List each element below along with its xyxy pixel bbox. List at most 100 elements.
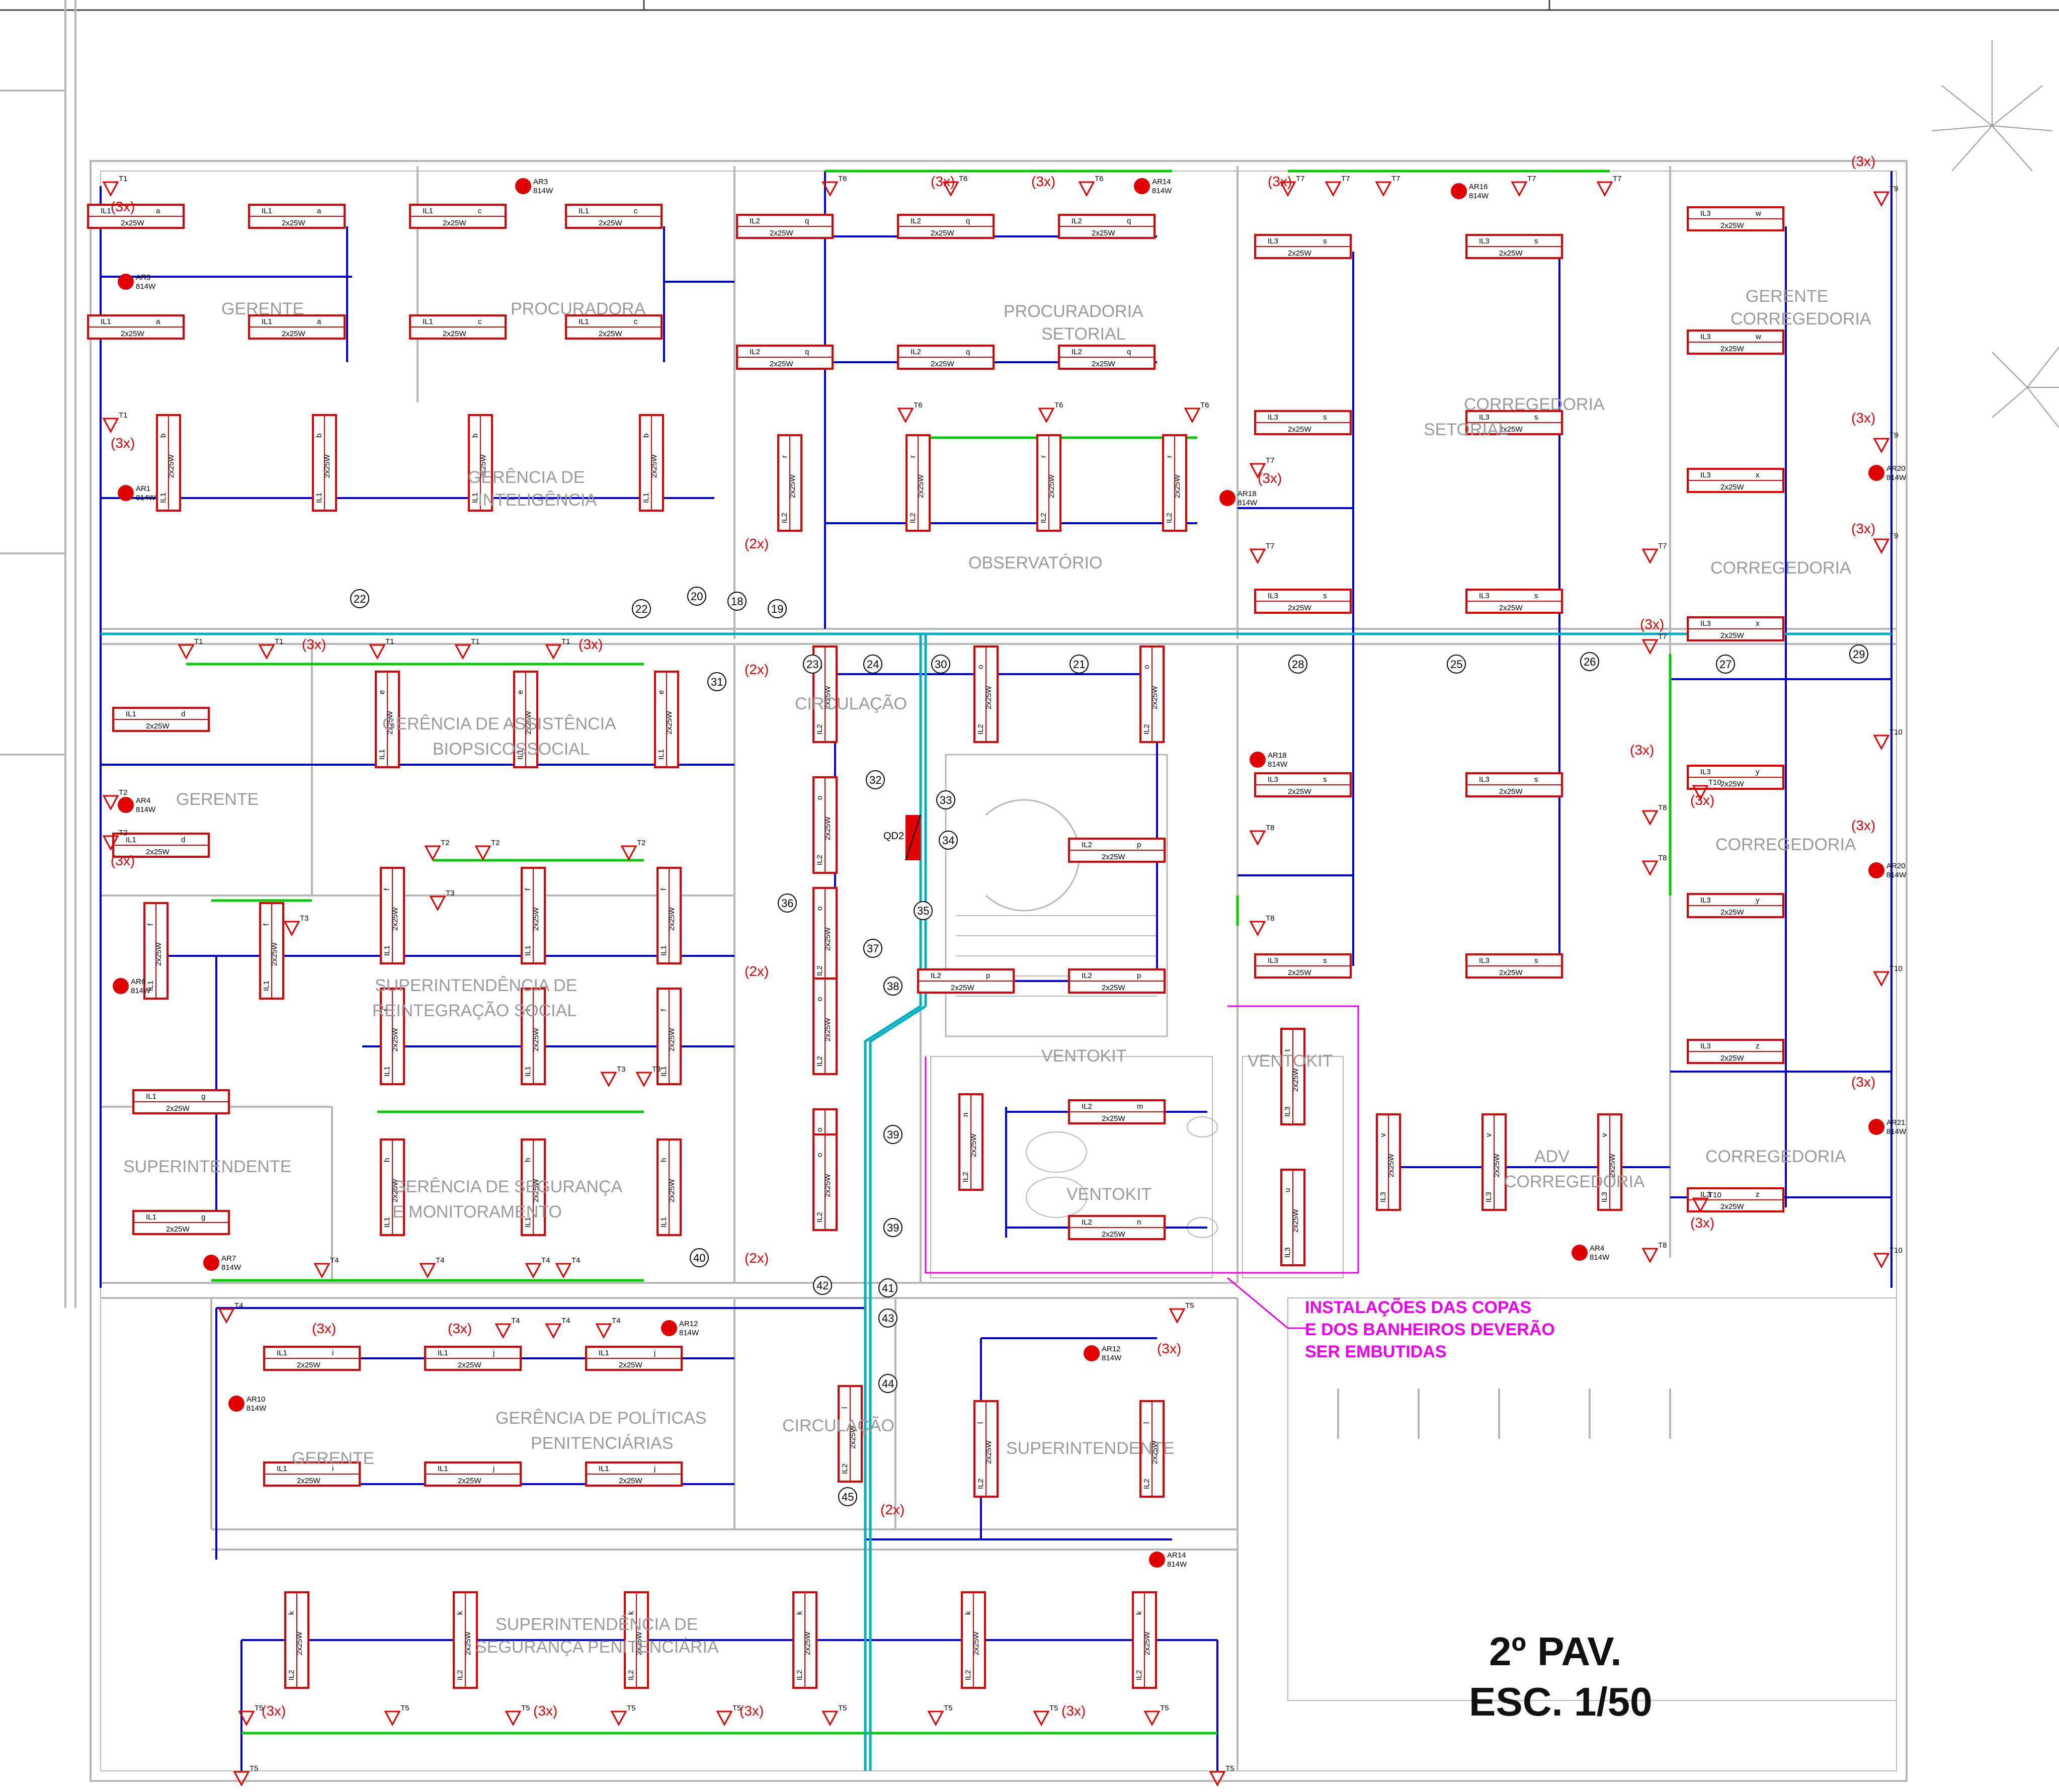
fixture-switch: g <box>201 1213 205 1221</box>
circuit-marker: 34 <box>939 831 958 850</box>
room-name: SUPERINTENDÊNCIA DE <box>375 976 577 995</box>
fixture-power: 2x25W <box>1288 425 1312 434</box>
room-name: CORREGEDORIA <box>1731 309 1871 329</box>
fixture-power: 2x25W <box>1291 1208 1300 1233</box>
fixture-switch: b <box>159 434 168 438</box>
fixture-circuit: IL1 <box>277 1349 287 1357</box>
fixture-switch: f <box>660 1009 668 1011</box>
ac-tag: AR3 <box>533 178 548 186</box>
fixture-power: 2x25W <box>270 942 279 966</box>
outlet-tag: T6 <box>959 175 968 183</box>
circuit-number: 22 <box>635 603 647 615</box>
fixture-switch: o <box>815 1153 824 1157</box>
fixture-power: 2x25W <box>668 907 676 931</box>
outlet-multiplier: (3x) <box>1851 818 1875 833</box>
room-name: GERÊNCIA DE <box>468 468 585 487</box>
fixture-power: 2x25W <box>984 685 993 709</box>
circuit-marker: 18 <box>727 592 747 611</box>
outlet-tomada: T5 <box>1143 1704 1169 1727</box>
fixture-switch: p <box>1137 841 1141 849</box>
outlet-tomada: T5 <box>716 1704 742 1727</box>
outlet-tag: T2 <box>637 839 646 847</box>
circuit-marker: 41 <box>878 1278 897 1297</box>
outlet-tomada: T10 <box>1873 1246 1903 1269</box>
fixture-switch: s <box>1323 592 1327 600</box>
room-name: VENTOKIT <box>1041 1046 1126 1066</box>
room-name: ADV <box>1534 1147 1570 1166</box>
outlet-multiplier: (3x) <box>1031 174 1055 189</box>
fixture-power: 2x25W <box>1102 1114 1126 1123</box>
room-name: CORREGEDORIA <box>1504 1172 1645 1191</box>
fixture-circuit: IL1 <box>438 1349 448 1357</box>
fixture-power: 2x25W <box>1288 787 1312 796</box>
fixture-switch: f <box>524 888 532 890</box>
circuit-number: 19 <box>771 603 783 615</box>
circuit-marker: 25 <box>1447 655 1466 674</box>
room-name: SUPERINTENDÊNCIA DE <box>496 1615 698 1634</box>
fixture-power: 2x25W <box>386 710 394 735</box>
fixture-circuit: IL1 <box>146 981 155 991</box>
fixture-switch: k <box>456 1611 464 1615</box>
fixture-circuit: IL1 <box>383 1217 391 1228</box>
outlet-tag: T6 <box>1200 401 1209 410</box>
fixture-power: 2x25W <box>1499 968 1523 977</box>
circuit-marker: 38 <box>883 976 902 996</box>
fixture-switch: y <box>1756 896 1760 905</box>
fixture-circuit: IL1 <box>277 1464 287 1473</box>
outlet-tag: T1 <box>471 637 480 646</box>
circuit-marker: 20 <box>687 587 706 606</box>
outlet-tag: T5 <box>944 1704 953 1713</box>
fixture-power: 2x25W <box>1092 360 1116 368</box>
fixture-power: 2x25W <box>146 722 170 730</box>
fixture-power: 2x25W <box>391 1027 399 1051</box>
fixture-power: 2x25W <box>458 1361 482 1369</box>
fixture-switch: e <box>378 690 386 694</box>
outlet-tomada: T2 <box>474 839 500 861</box>
room-name: GERÊNCIA DE SEGURANÇA <box>392 1177 623 1196</box>
outlet-multiplier: (3x) <box>1851 1074 1875 1090</box>
room-name: OBSERVATÓRIO <box>968 553 1102 573</box>
fixture-circuit: IL1 <box>423 317 433 326</box>
fixture-circuit: IL2 <box>750 217 760 225</box>
fixture-power: 2x25W <box>849 1425 857 1449</box>
ac-tag: AR20 <box>1886 862 1906 870</box>
outlet-multiplier: (3x) <box>111 199 135 214</box>
outlet-multiplier: (3x) <box>262 1703 286 1719</box>
ac-tag: AR16 <box>1469 183 1488 191</box>
fixture-switch: f <box>524 1009 532 1011</box>
fixture-circuit: IL2 <box>931 971 941 980</box>
fixture-power: 2x25W <box>650 454 658 478</box>
circuit-number: 21 <box>1073 658 1085 671</box>
circuit-number: 39 <box>887 1128 899 1141</box>
outlet-tag: T4 <box>511 1317 520 1325</box>
circuit-number: 36 <box>781 897 793 910</box>
outlet-multiplier: (3x) <box>1061 1703 1086 1719</box>
fixture-power: 2x25W <box>619 1361 643 1369</box>
fixture-circuit: IL1 <box>423 207 433 215</box>
circuit-number: 29 <box>1853 648 1865 661</box>
fixture-power: 2x25W <box>1499 425 1523 434</box>
outlet-tomada: T9 <box>1873 185 1899 207</box>
outlet-multiplier: (2x) <box>745 536 769 551</box>
room-name: E MONITORAMENTO <box>392 1202 562 1221</box>
